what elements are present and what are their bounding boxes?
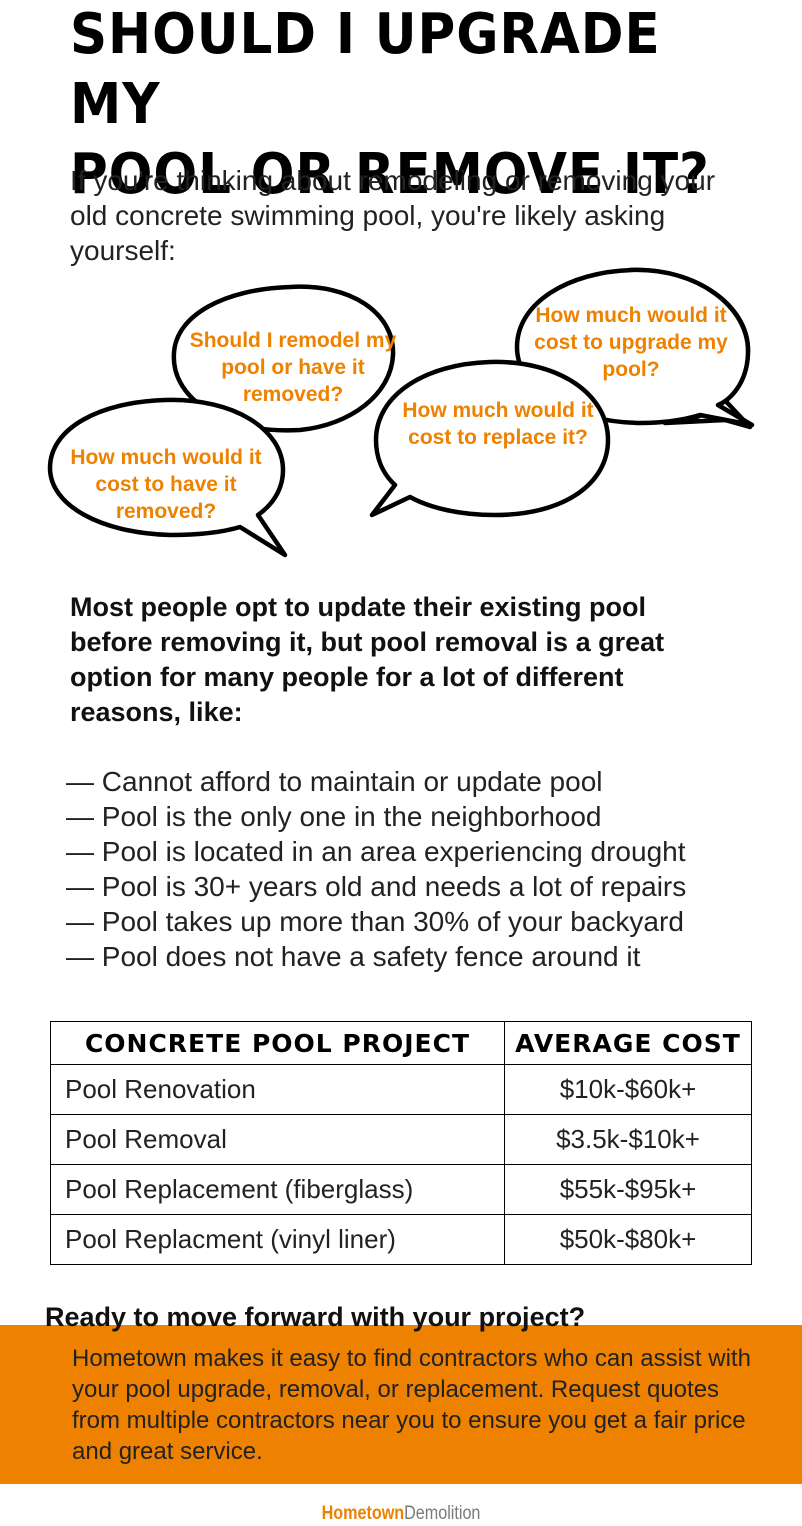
cost-cell: $50k-$80k+ bbox=[504, 1214, 752, 1265]
project-cell: Pool Renovation bbox=[50, 1064, 505, 1115]
cost-table: CONCRETE POOL PROJECT AVERAGE COST Pool … bbox=[50, 1021, 752, 1265]
title-line-1: SHOULD I UPGRADE MY bbox=[70, 2, 661, 137]
cost-cell: $10k-$60k+ bbox=[504, 1064, 752, 1115]
cta-band bbox=[0, 1325, 802, 1484]
cta-heading: Ready to move forward with your project? bbox=[45, 1302, 586, 1332]
list-item: — Cannot afford to maintain or update po… bbox=[66, 766, 603, 797]
lead-paragraph: Most people opt to update their existing… bbox=[70, 592, 665, 727]
intro-paragraph: If you're thinking about remodeling or r… bbox=[70, 165, 716, 266]
bubble-text-remodel: Should I remodel my pool or have it remo… bbox=[189, 329, 397, 406]
table-row: Pool Renovation $10k-$60k+ bbox=[50, 1064, 752, 1115]
bubble-text-upgrade: How much would it cost to upgrade my poo… bbox=[534, 304, 728, 381]
column-header-project: CONCRETE POOL PROJECT bbox=[50, 1021, 505, 1065]
table-row: Pool Removal $3.5k-$10k+ bbox=[50, 1114, 752, 1165]
table-header-row: CONCRETE POOL PROJECT AVERAGE COST bbox=[50, 1021, 752, 1065]
project-cell: Pool Replacment (vinyl liner) bbox=[50, 1214, 505, 1265]
speech-bubbles-graphic bbox=[47, 267, 755, 558]
list-item: — Pool is located in an area experiencin… bbox=[66, 836, 686, 867]
cost-cell: $3.5k-$10k+ bbox=[504, 1114, 752, 1165]
bubble-text-remove: How much would it cost to have it remove… bbox=[70, 446, 262, 523]
reasons-list: — Cannot afford to maintain or update po… bbox=[66, 764, 796, 974]
project-cell: Pool Replacement (fiberglass) bbox=[50, 1164, 505, 1215]
brand-name-demolition: Demolition bbox=[404, 1503, 481, 1524]
table-row: Pool Replacment (vinyl liner) $50k-$80k+ bbox=[50, 1214, 752, 1265]
project-cell: Pool Removal bbox=[50, 1114, 505, 1165]
brand-logo: HometownDemolition bbox=[60, 1502, 742, 1526]
column-header-cost: AVERAGE COST bbox=[504, 1021, 752, 1065]
table-row: Pool Replacement (fiberglass) $55k-$95k+ bbox=[50, 1164, 752, 1215]
speech-bubble-remove bbox=[47, 397, 288, 558]
question-bubbles: Should I remodel my pool or have it remo… bbox=[0, 265, 802, 565]
page-title: SHOULD I UPGRADE MY POOL OR REMOVE IT? bbox=[70, 0, 732, 210]
speech-bubble-remodel bbox=[171, 284, 396, 443]
list-item: — Pool does not have a safety fence arou… bbox=[66, 941, 641, 972]
list-item: — Pool is the only one in the neighborho… bbox=[66, 801, 602, 832]
speech-bubble-replace bbox=[369, 359, 611, 518]
list-item: — Pool takes up more than 30% of your ba… bbox=[66, 906, 684, 937]
bubble-text-replace: How much would it cost to replace it? bbox=[402, 399, 594, 449]
cta-body: Hometown makes it easy to find contracto… bbox=[72, 1345, 751, 1465]
brand-name-hometown: Hometown bbox=[321, 1503, 405, 1524]
list-item: — Pool is 30+ years old and needs a lot … bbox=[66, 871, 687, 902]
title-line-2: POOL OR REMOVE IT? bbox=[70, 142, 710, 207]
cost-cell: $55k-$95k+ bbox=[504, 1164, 752, 1215]
